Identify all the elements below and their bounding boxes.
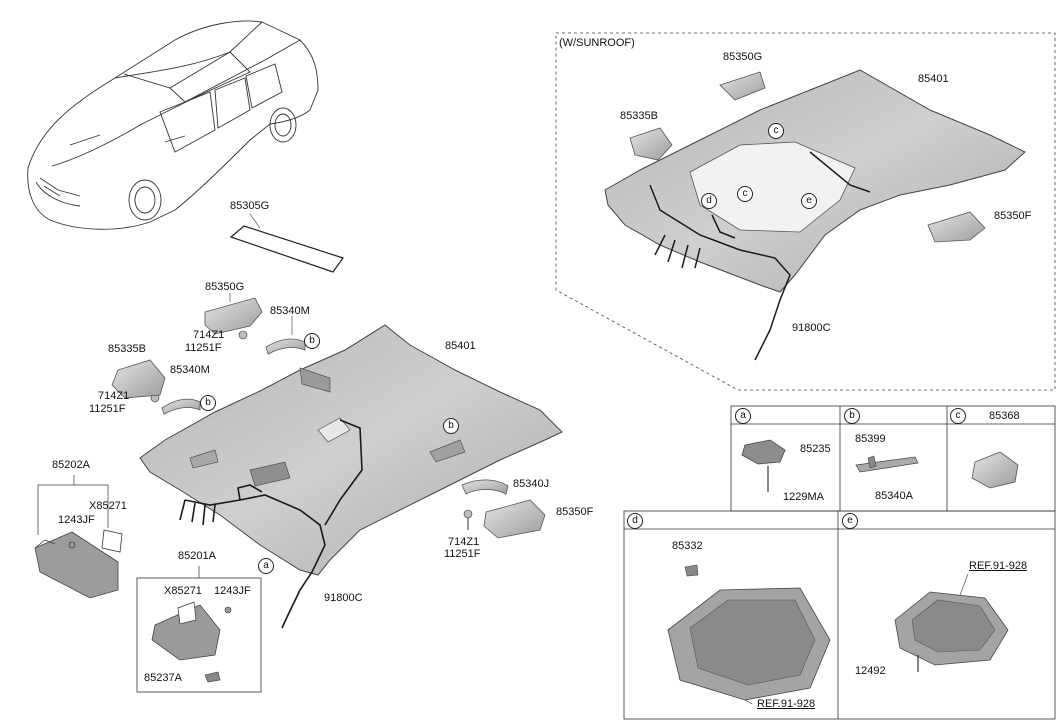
sunroof-title: (W/SUNROOF) [559, 37, 635, 49]
label-11251F-right: 11251F [444, 548, 481, 560]
callout-c-mid: c [737, 186, 753, 202]
sun-visor-85202A [34, 531, 119, 599]
grab-handle-right [461, 479, 509, 495]
bracket-85350G [204, 297, 263, 335]
label-85401-sunroof: 85401 [918, 73, 949, 85]
grab-handle-left [161, 398, 201, 415]
grab-handle-top [265, 338, 306, 355]
label-X85271-left: X85271 [89, 500, 127, 512]
callout-b-left: b [200, 395, 216, 411]
car-illustration [27, 20, 319, 230]
label-85305G: 85305G [230, 200, 270, 212]
label-85235: 85235 [800, 443, 831, 455]
label-85332: 85332 [672, 540, 703, 552]
label-ref-d: REF.91-928 [757, 698, 816, 710]
bracket-85335B-main [111, 359, 166, 399]
table-key-e: e [842, 513, 858, 529]
label-85340M-left: 85340M [170, 364, 210, 376]
label-85202A: 85202A [52, 459, 90, 471]
label-85201A: 85201A [178, 550, 216, 562]
label-85237A: 85237A [144, 672, 182, 684]
label-714Z1-top: 714Z1 [193, 329, 225, 341]
table-key-a: a [735, 408, 751, 424]
sunshade-strip [229, 225, 344, 273]
callout-e: e [801, 193, 817, 209]
label-11251F-left: 11251F [89, 403, 126, 415]
callout-b-top: b [304, 333, 320, 349]
label-85335B-sunroof: 85335B [620, 110, 658, 122]
label-85340A: 85340A [875, 490, 913, 502]
label-714Z1-left: 714Z1 [98, 390, 130, 402]
callout-d: d [701, 193, 717, 209]
detail-table-de [623, 510, 1056, 720]
label-85368: 85368 [989, 410, 1020, 422]
table-key-c: c [950, 408, 966, 424]
label-91800C-sunroof: 91800C [792, 322, 831, 334]
label-ref-e: REF.91-928 [969, 560, 1028, 572]
label-85399: 85399 [855, 433, 886, 445]
label-85340J: 85340J [513, 478, 550, 490]
label-12492: 12492 [855, 665, 886, 677]
table-key-b: b [844, 408, 860, 424]
label-85340M-top: 85340M [270, 305, 310, 317]
label-85401-main: 85401 [445, 340, 476, 352]
callout-b-right: b [443, 418, 459, 434]
label-85350F-sunroof: 85350F [994, 210, 1032, 222]
label-85350G-sunroof: 85350G [723, 51, 763, 63]
label-1243JF-box: 1243JF [214, 585, 251, 597]
label-X85271-box: X85271 [164, 585, 202, 597]
callout-c-top: c [768, 123, 784, 139]
callout-a: a [258, 558, 274, 574]
wiring-harness-main [179, 419, 363, 629]
bracket-85350F-main [483, 499, 546, 539]
sunroof-dashed-box [555, 32, 1056, 391]
label-714Z1-right: 714Z1 [448, 536, 480, 548]
label-1243JF-left: 1243JF [58, 514, 95, 526]
label-11251F-top: 11251F [185, 342, 222, 354]
label-1229MA: 1229MA [783, 491, 824, 503]
label-85350G: 85350G [205, 281, 245, 293]
label-85335B: 85335B [108, 343, 146, 355]
label-91800C-main: 91800C [324, 592, 363, 604]
label-85350F-main: 85350F [556, 506, 594, 518]
table-key-d: d [627, 513, 643, 529]
